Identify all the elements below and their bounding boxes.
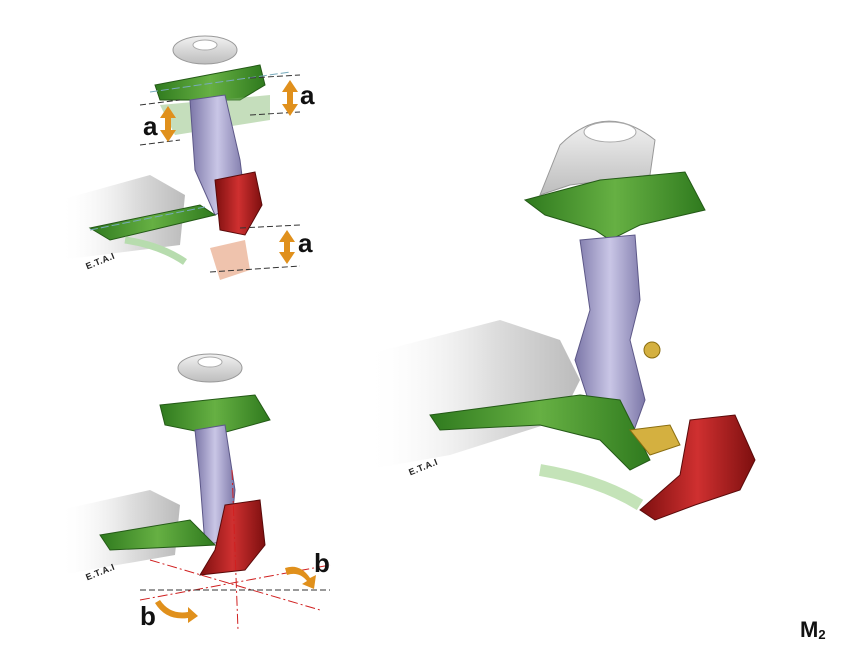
page-mark: M2 xyxy=(800,617,826,643)
subframe xyxy=(365,320,580,470)
wheel-hub xyxy=(639,414,756,521)
axis-line xyxy=(139,564,331,601)
strut-mount-hole xyxy=(197,356,223,368)
reference-line xyxy=(139,139,181,146)
page-mark-subscript: 2 xyxy=(818,627,826,642)
reference-line xyxy=(249,74,301,79)
tie-rod-ghost xyxy=(124,236,187,265)
top-left-view xyxy=(60,35,301,280)
dimension-label-a: a xyxy=(298,228,313,258)
ball-joint-bracket xyxy=(629,424,681,456)
wheel-hub xyxy=(214,171,263,236)
angle-label-b: b xyxy=(314,548,330,578)
dimension-label-a: a xyxy=(300,80,315,110)
upper-arm xyxy=(523,171,706,241)
bottom-left-view xyxy=(60,353,331,631)
curved-arrow-icon xyxy=(155,566,316,623)
lower-arm xyxy=(99,519,217,551)
lower-knuckle-ghost xyxy=(210,240,250,280)
reference-line xyxy=(239,224,301,229)
double-arrow-icon xyxy=(160,80,298,264)
strut-mount xyxy=(177,353,243,383)
upper-arm xyxy=(154,64,266,101)
lower-arm xyxy=(88,204,217,241)
subframe xyxy=(60,175,185,260)
wheel-hub xyxy=(199,499,266,576)
lower-arm xyxy=(429,394,651,471)
reference-line xyxy=(139,99,181,106)
main-view xyxy=(365,120,756,521)
steering-axis xyxy=(231,469,239,631)
strut-mount-hole xyxy=(583,121,637,143)
angle-label-b: b xyxy=(140,601,156,631)
strut-mount-hole xyxy=(192,39,218,51)
page-mark-letter: M xyxy=(800,617,819,642)
axis-line xyxy=(149,71,291,93)
upper-arm xyxy=(159,394,271,436)
tie-rod-ghost xyxy=(539,464,644,511)
reference-line xyxy=(209,265,301,273)
ball-joint xyxy=(643,341,661,359)
dimension-label-a: a xyxy=(143,111,158,141)
axis-line xyxy=(89,206,206,231)
axis-line xyxy=(149,559,321,611)
